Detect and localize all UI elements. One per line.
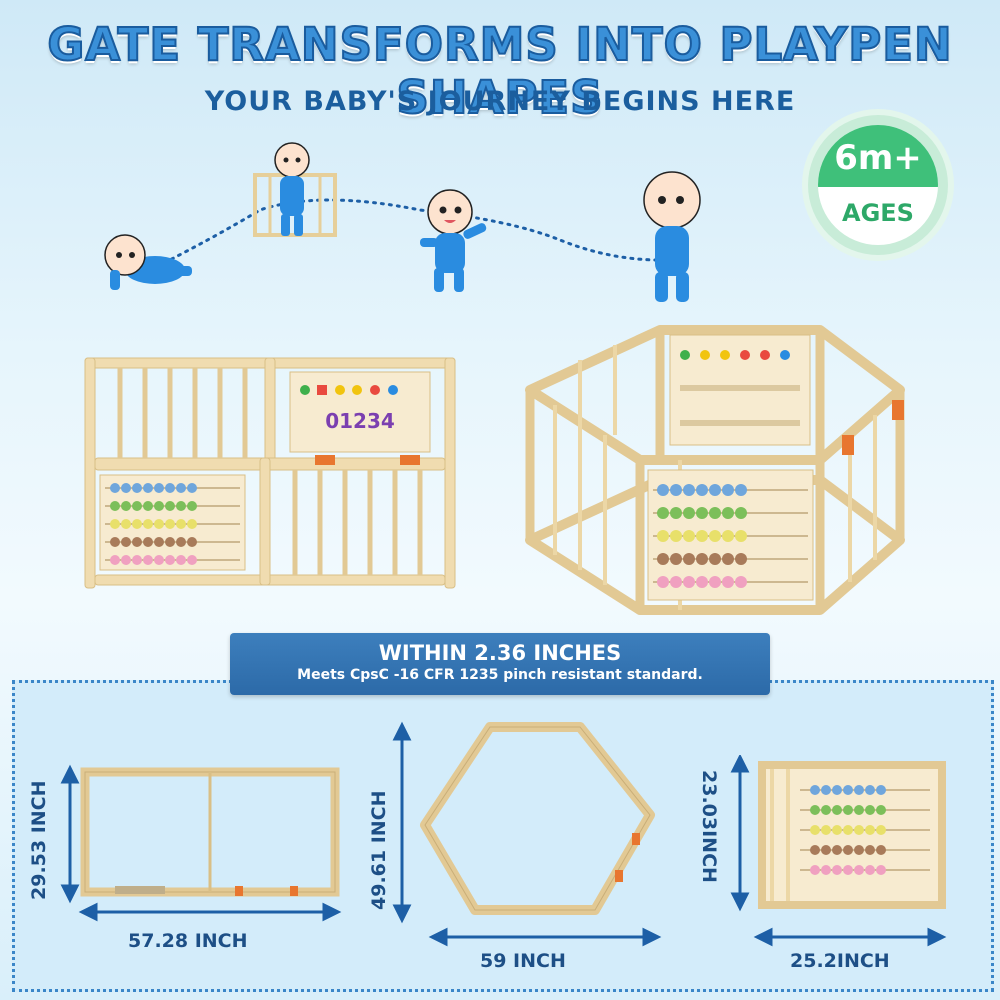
panel-dimension-diagram [730,755,947,947]
hex-width-label: 59 INCH [480,950,566,972]
hex-height-label: 49.61 INCH [368,790,390,910]
rectangle-playpen-toy-panel: 01234 [289,371,431,453]
hexagon-playpen-image [525,325,905,615]
hexagon-playpen-toy-panel [669,334,811,446]
rectangle-playpen-image: 01234 [84,357,456,589]
age-badge-label: AGES [842,199,914,227]
age-badge: 6m+ AGES [808,115,948,255]
happy-toddler-icon [420,189,487,292]
rect-height-label: 29.53 INCH [28,780,50,900]
panel-height-label: 23.03INCH [698,770,720,883]
hexagon-dimension-diagram [392,721,662,947]
panel-width-label: 25.2INCH [790,950,890,972]
walking-baby-icon [643,171,701,302]
safety-banner: WITHIN 2.36 INCHES Meets CpsC -16 CFR 12… [230,633,770,695]
baby-journey-illustration [104,142,701,302]
rect-width-label: 57.28 INCH [128,930,248,952]
toy-panel-numbers: 01234 [325,409,395,433]
age-badge-value: 6m+ [818,125,938,187]
page-title: GATE TRANSFORMS INTO PLAYPEN SHAPES [46,17,953,125]
page-subtitle: YOUR BABY'S JOURNEY BEGINS HERE [204,86,796,117]
rectangle-playpen-abacus [99,474,246,571]
safety-banner-title: WITHIN 2.36 INCHES [378,641,622,665]
rectangle-dimension-diagram [60,764,342,922]
crawling-baby-icon [104,234,192,290]
standing-baby-gate-icon [253,142,337,237]
safety-banner-subtitle: Meets CpsC -16 CFR 1235 pinch resistant … [297,667,703,683]
hexagon-playpen-abacus [647,469,814,601]
